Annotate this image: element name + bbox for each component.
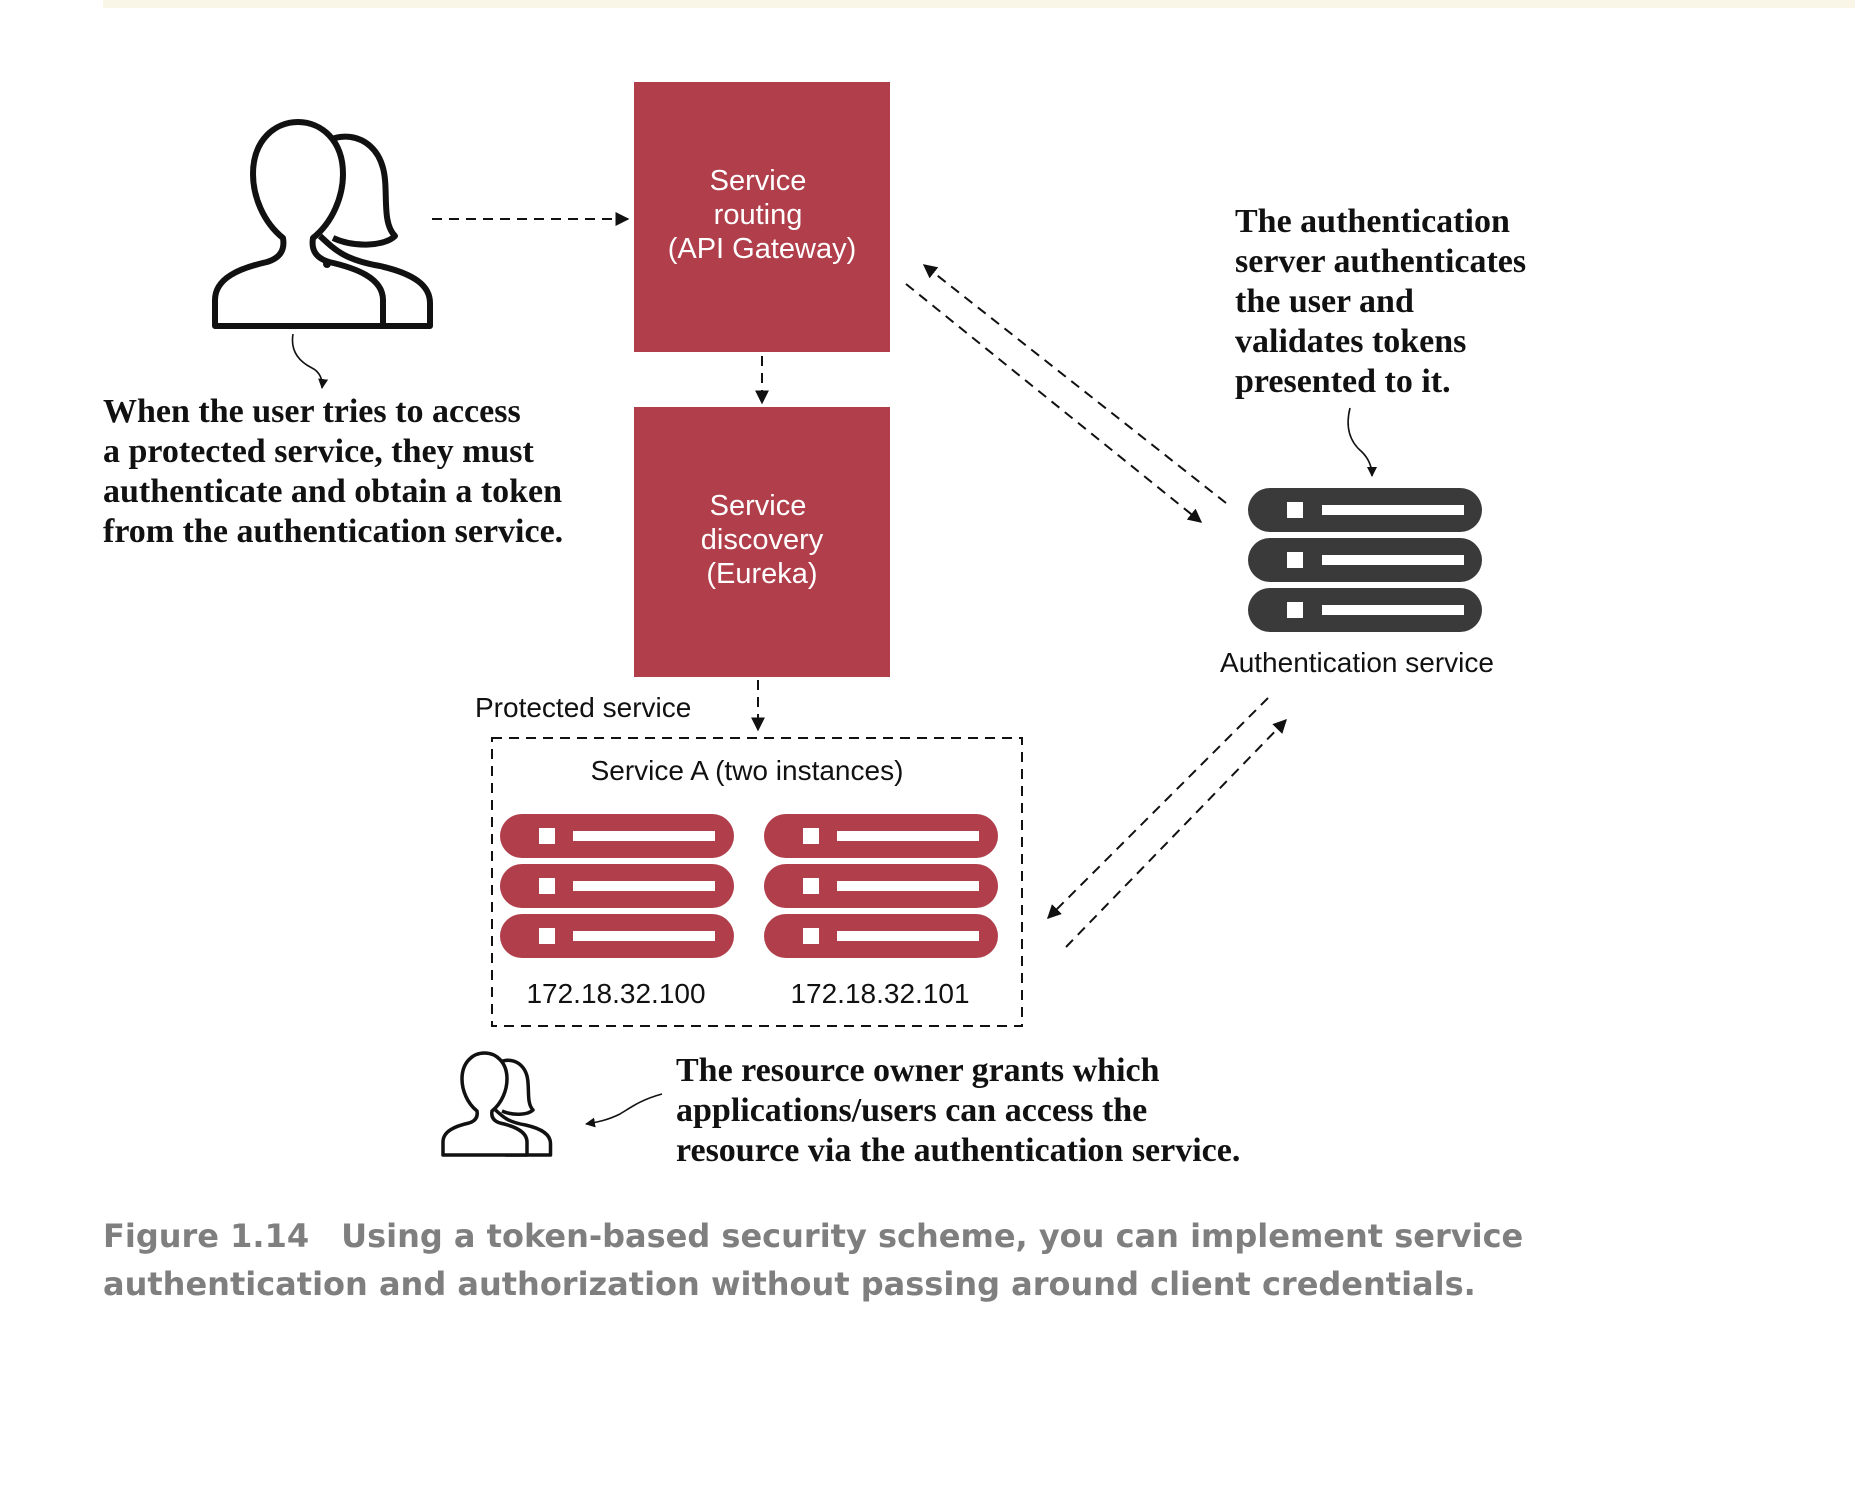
- instance-ip-1: 172.18.32.100: [526, 978, 705, 1009]
- service-routing-box: Service routing (API Gateway): [634, 82, 890, 352]
- top-border: [103, 0, 1855, 8]
- annotation-pointer-owner: [585, 1093, 663, 1128]
- svg-text:When the user tries to access: When the user tries to access: [103, 393, 521, 430]
- arrow-service-to-auth: [1065, 718, 1287, 948]
- annotation-owner: The resource owner grants which applicat…: [676, 1052, 1240, 1169]
- server-icon: [764, 814, 998, 958]
- resource-owner-icon: [441, 1051, 553, 1157]
- gateway-line-2: routing: [714, 199, 803, 231]
- annotation-pointer-auth: [1347, 407, 1377, 477]
- server-icon: [500, 814, 734, 958]
- users-icon: [212, 119, 433, 329]
- gateway-line-1: Service: [710, 165, 807, 197]
- discovery-line-1: Service: [710, 490, 807, 522]
- service-a-title: Service A (two instances): [591, 755, 904, 786]
- svg-text:Figure 1.14 Using a token-base: Figure 1.14 Using a token-based security…: [103, 1217, 1523, 1255]
- svg-text:a protected service, they must: a protected service, they must: [103, 433, 535, 470]
- svg-text:authenticate and obtain a toke: authenticate and obtain a token: [103, 473, 562, 510]
- arrow-auth-to-service: [1047, 697, 1269, 919]
- svg-text:applications/users can access: applications/users can access the: [676, 1092, 1147, 1129]
- svg-text:resource via the authenticatio: resource via the authentication service.: [676, 1132, 1240, 1169]
- instance-ip-2: 172.18.32.101: [790, 978, 969, 1009]
- arrow-auth-to-gateway: [922, 264, 1227, 504]
- svg-text:the user and: the user and: [1235, 283, 1414, 320]
- annotation-auth-server: The authentication server authenticates …: [1235, 203, 1526, 400]
- auth-service-label: Authentication service: [1220, 647, 1494, 678]
- svg-text:The resource owner grants whic: The resource owner grants which: [676, 1052, 1160, 1089]
- svg-text:server authenticates: server authenticates: [1235, 243, 1526, 280]
- svg-text:presented to it.: presented to it.: [1235, 363, 1451, 400]
- server-icon: [1248, 488, 1482, 632]
- discovery-line-2: discovery: [701, 524, 824, 556]
- protected-service-label: Protected service: [475, 692, 691, 723]
- gateway-line-3: (API Gateway): [668, 233, 857, 265]
- annotation-pointer-user: [291, 333, 329, 389]
- svg-text:authentication and authorizati: authentication and authorization without…: [103, 1265, 1476, 1303]
- protected-service-container: [491, 737, 1023, 1027]
- discovery-line-3: (Eureka): [706, 558, 817, 590]
- figure-caption: Figure 1.14 Using a token-based security…: [103, 1217, 1523, 1303]
- svg-text:from the authentication servic: from the authentication service.: [103, 513, 563, 550]
- svg-text:validates tokens: validates tokens: [1235, 323, 1466, 360]
- svg-text:The authentication: The authentication: [1235, 203, 1510, 240]
- annotation-user: When the user tries to access a protecte…: [103, 393, 563, 550]
- service-discovery-box: Service discovery (Eureka): [634, 407, 890, 677]
- arrow-gateway-to-auth: [905, 283, 1203, 523]
